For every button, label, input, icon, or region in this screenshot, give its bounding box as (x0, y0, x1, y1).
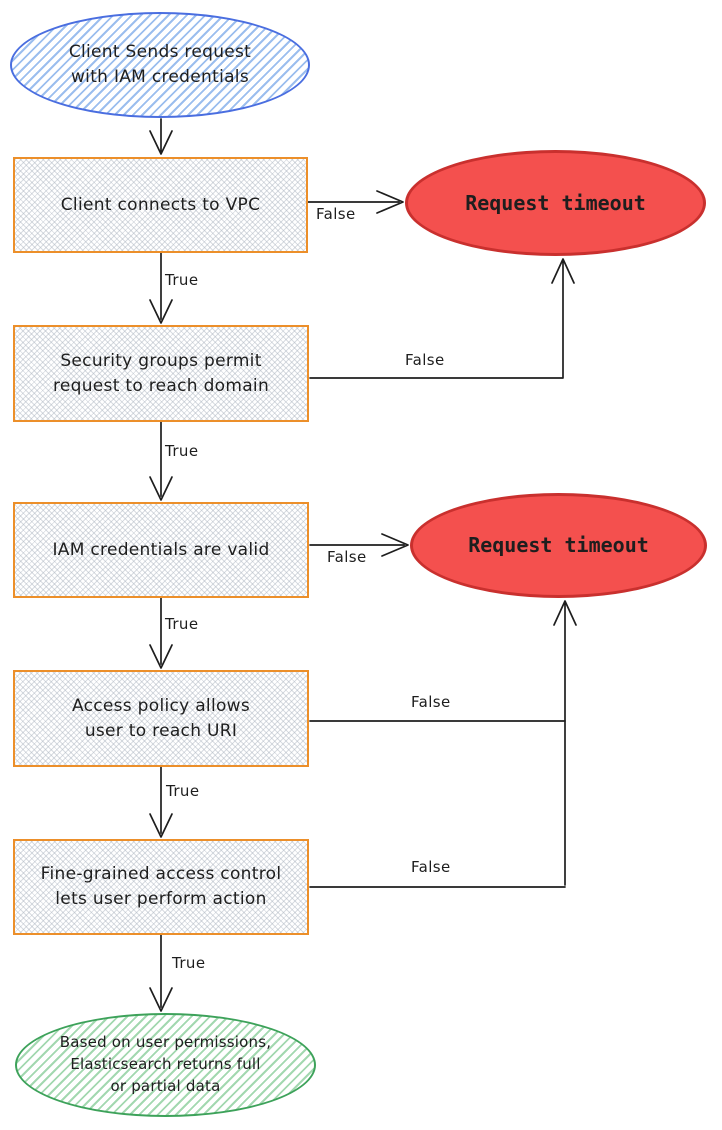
node-end: Based on user permissions, Elasticsearch… (15, 1013, 316, 1117)
edge-label-true-4: True (166, 782, 200, 800)
node-request-timeout-2: Request timeout (410, 493, 707, 598)
edge-fgac-true-to-end (149, 934, 173, 1012)
node-security-groups-label: Security groups permit request to reach … (52, 350, 270, 396)
node-iam-credentials-valid-label: IAM credentials are valid (52, 539, 270, 560)
node-access-policy: Access policy allows user to reach URI (13, 670, 309, 767)
node-request-timeout-2-label: Request timeout (468, 533, 649, 557)
edge-label-true-2: True (165, 442, 199, 460)
edge-label-false-5: False (411, 858, 451, 876)
edge-label-false-1: False (316, 205, 356, 223)
edge-label-false-2: False (405, 351, 445, 369)
edge-label-false-4: False (411, 693, 451, 711)
node-client-connects-vpc: Client connects to VPC (13, 157, 308, 253)
node-client-connects-vpc-label: Client connects to VPC (60, 194, 261, 215)
node-iam-credentials-valid: IAM credentials are valid (13, 502, 309, 598)
node-security-groups: Security groups permit request to reach … (13, 325, 309, 422)
edge-label-true-3: True (165, 615, 199, 633)
edge-join-up-to-timeout2 (553, 600, 577, 886)
node-request-timeout-1-label: Request timeout (465, 190, 646, 215)
edge-label-false-3: False (327, 548, 367, 566)
node-request-timeout-1: Request timeout (405, 150, 706, 256)
edge-label-true-1: True (165, 271, 199, 289)
node-end-label: Based on user permissions, Elasticsearch… (59, 1033, 272, 1095)
node-fine-grained-access: Fine-grained access control lets user pe… (13, 839, 309, 935)
node-start: Client Sends request with IAM credential… (10, 12, 310, 118)
edge-iam-true-to-policy (149, 597, 173, 669)
node-start-label: Client Sends request with IAM credential… (68, 42, 252, 87)
edge-start-to-vpc (149, 118, 173, 155)
edge-policy-true-to-fgac (149, 766, 173, 838)
node-access-policy-label: Access policy allows user to reach URI (71, 695, 251, 741)
node-fine-grained-access-label: Fine-grained access control lets user pe… (40, 864, 282, 909)
edge-security-true-to-iam (149, 421, 173, 501)
edge-label-true-5: True (172, 954, 206, 972)
